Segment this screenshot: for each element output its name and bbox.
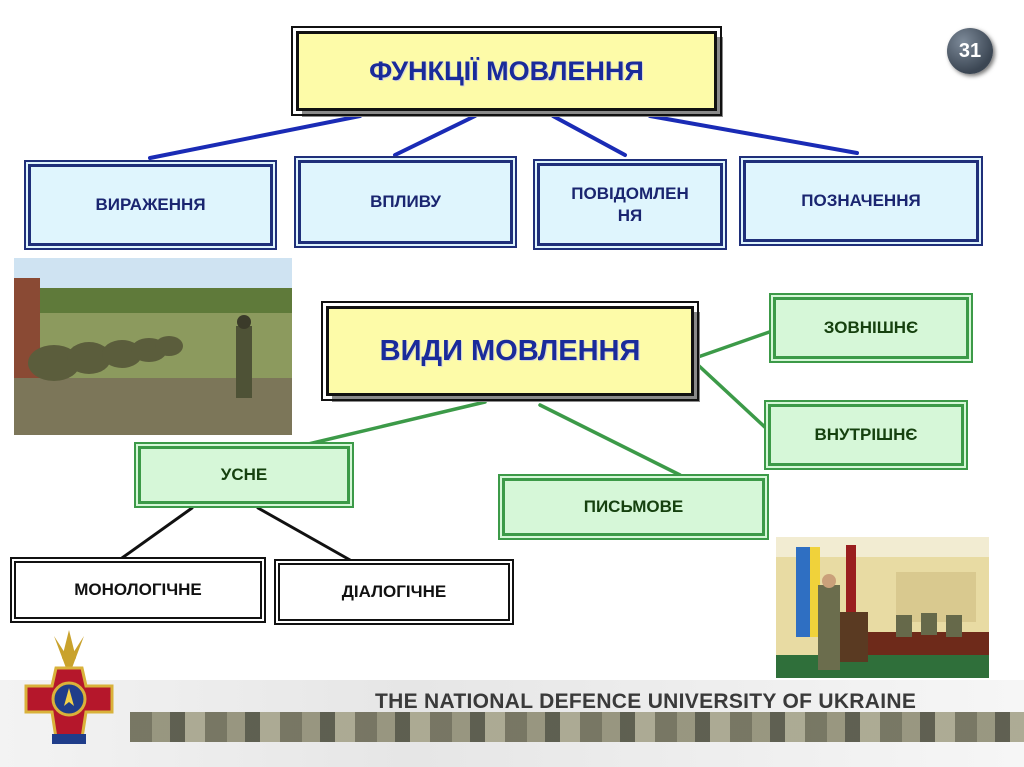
connector-dialogue xyxy=(258,508,350,560)
function-designation: ПОЗНАЧЕННЯ xyxy=(743,160,979,242)
function-influence: ВПЛИВУ xyxy=(298,160,513,244)
connector-expression xyxy=(150,116,360,158)
functions-title: ФУНКЦІЇ МОВЛЕННЯ xyxy=(296,31,717,111)
university-emblem xyxy=(14,628,124,760)
type-monologue: МОНОЛОГІЧНЕ xyxy=(14,561,262,619)
function-message: ПОВІДОМЛЕН НЯ xyxy=(537,163,723,246)
footer-university-name: THE NATIONAL DEFENCE UNIVERSITY OF UKRAI… xyxy=(375,690,916,714)
slide-number-badge: 31 xyxy=(947,28,993,74)
photo-soldiers-field xyxy=(14,258,292,435)
type-dialogue: ДІАЛОГІЧНЕ xyxy=(278,563,510,621)
type-internal: ВНУТРІШНЄ xyxy=(768,404,964,466)
connector-designation xyxy=(650,116,857,153)
function-expression: ВИРАЖЕННЯ xyxy=(28,164,273,246)
photo-conference xyxy=(776,537,989,678)
connector-oral xyxy=(300,402,485,446)
connector-influence xyxy=(395,116,475,155)
footer-camo-strip xyxy=(130,712,1024,742)
type-written: ПИСЬМОВЕ xyxy=(502,478,765,536)
connector-monologue xyxy=(122,508,192,558)
type-external: ЗОВНІШНЄ xyxy=(773,297,969,359)
types-title: ВИДИ МОВЛЕННЯ xyxy=(326,306,694,396)
connector-internal xyxy=(698,365,768,430)
connector-written xyxy=(540,405,680,475)
connector-external xyxy=(698,330,775,357)
type-oral: УСНЕ xyxy=(138,446,350,504)
connector-message xyxy=(553,116,625,155)
